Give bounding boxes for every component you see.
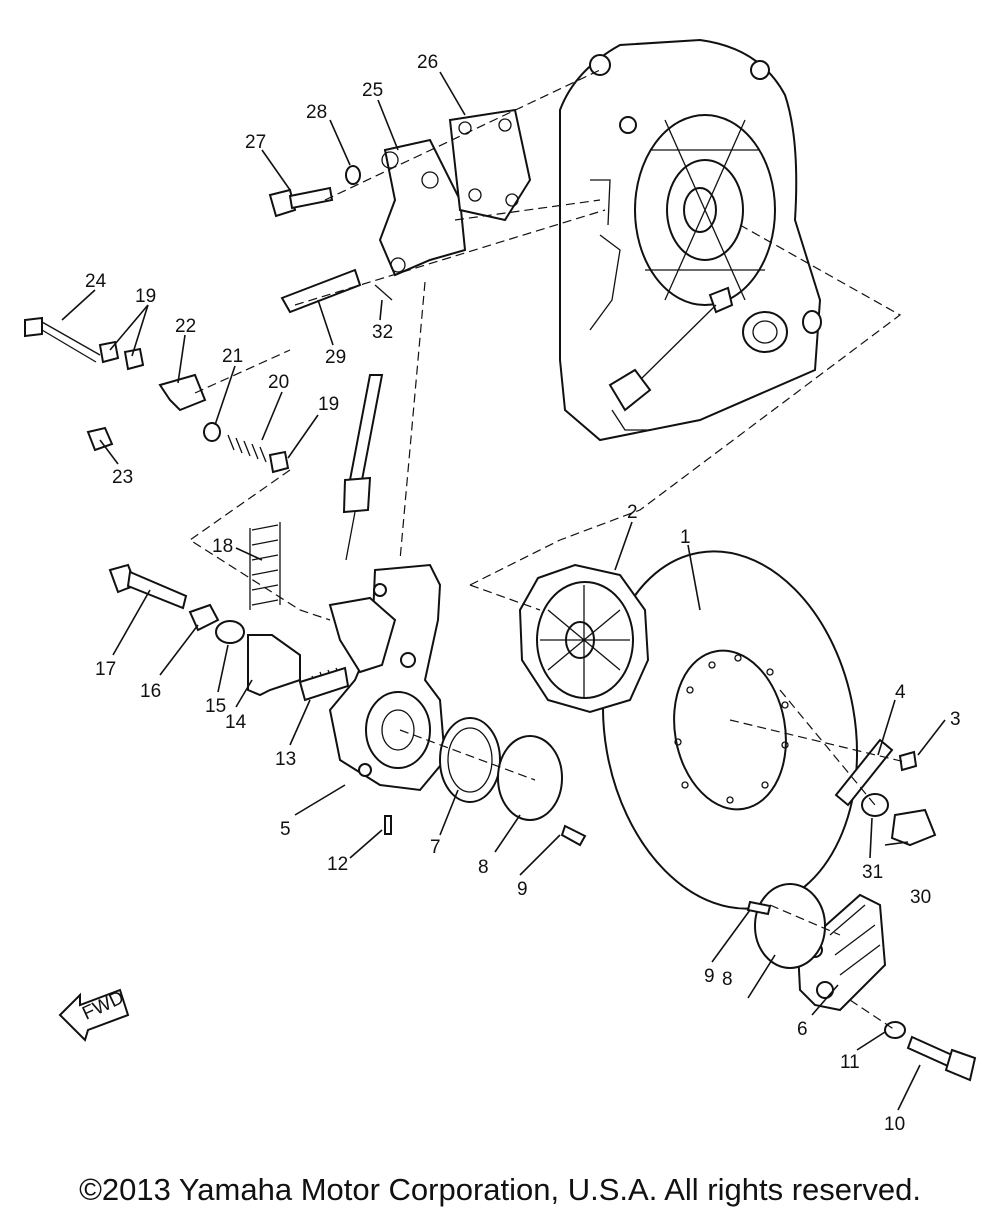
nut-16 (188, 603, 220, 632)
bolt-10 (906, 1035, 977, 1082)
label-5: 5 (280, 819, 291, 840)
chaincase-housing (559, 38, 822, 442)
label-19b: 19 (318, 394, 339, 415)
exploded-parts-diagram: 1 2 3 4 5 6 7 8 9 8 9 10 11 12 13 14 15 … (24, 38, 977, 1135)
pad-backing-plate (497, 735, 563, 821)
nut-19c (268, 450, 290, 474)
nut-19a (98, 340, 120, 364)
label-3: 3 (950, 709, 961, 730)
label-32: 32 (372, 322, 393, 343)
label-20: 20 (268, 372, 289, 393)
label-12: 12 (327, 854, 348, 875)
washer-21 (203, 422, 221, 442)
label-28: 28 (306, 102, 327, 123)
label-19a: 19 (135, 286, 156, 307)
bolt-17 (108, 563, 188, 610)
label-10: 10 (884, 1114, 905, 1135)
forward-arrow-icon: FWD (58, 987, 130, 1042)
label-18: 18 (212, 536, 233, 557)
screw-9a (560, 824, 587, 847)
label-15: 15 (205, 696, 226, 717)
bolt-24 (24, 316, 101, 363)
bolt-3 (898, 750, 918, 772)
label-21: 21 (222, 346, 243, 367)
label-25: 25 (362, 80, 383, 101)
label-23: 23 (112, 467, 133, 488)
label-8b: 8 (722, 969, 733, 990)
pad-backing-plate-outer (754, 883, 826, 969)
bolt-27 (268, 186, 334, 218)
screw-9b (746, 900, 772, 916)
washer-28 (345, 165, 361, 185)
nut-19b (123, 347, 145, 371)
bracket-22 (158, 373, 207, 412)
label-2: 2 (627, 502, 638, 523)
label-13: 13 (275, 749, 296, 770)
spring-18 (249, 522, 281, 610)
lever-14 (247, 634, 301, 697)
label-27: 27 (245, 132, 266, 153)
washer-11 (884, 1021, 906, 1039)
plate-4 (834, 738, 894, 807)
nut-30 (890, 808, 937, 847)
label-24: 24 (85, 271, 107, 292)
label-9b: 9 (704, 966, 715, 987)
sprocket-hub (518, 563, 650, 714)
label-29: 29 (325, 347, 346, 368)
brake-pad-inner (439, 717, 501, 803)
bolt-23 (86, 426, 114, 452)
shaft-29 (280, 268, 362, 314)
label-26: 26 (417, 52, 438, 73)
spring-13 (298, 666, 350, 702)
label-7: 7 (430, 837, 441, 858)
label-6: 6 (797, 1019, 808, 1040)
alignment-lines (188, 69, 906, 1031)
label-9a: 9 (517, 879, 528, 900)
label-1: 1 (680, 527, 691, 548)
label-31: 31 (862, 862, 883, 883)
label-8a: 8 (478, 857, 489, 878)
pin-32 (374, 284, 393, 301)
brake-disc (601, 550, 859, 910)
label-22: 22 (175, 316, 196, 337)
adjuster-rod (328, 374, 397, 674)
leader-lines (61, 71, 946, 1111)
label-16: 16 (140, 681, 161, 702)
washer-15 (215, 620, 245, 644)
caliper-body (328, 563, 447, 792)
part-number-labels: 1 2 3 4 5 6 7 8 9 8 9 10 11 12 13 14 15 … (85, 52, 961, 1135)
spring-20 (227, 434, 267, 463)
washer-31 (861, 793, 889, 817)
label-17: 17 (95, 659, 116, 680)
label-4: 4 (895, 682, 906, 703)
label-14: 14 (225, 712, 247, 733)
label-11: 11 (840, 1052, 860, 1073)
copyright-notice: ©2013 Yamaha Motor Corporation, U.S.A. A… (79, 1172, 921, 1207)
label-30: 30 (910, 887, 931, 908)
mount-bracket-25 (378, 138, 467, 277)
pin-12 (384, 815, 392, 835)
plate-26 (448, 108, 532, 222)
